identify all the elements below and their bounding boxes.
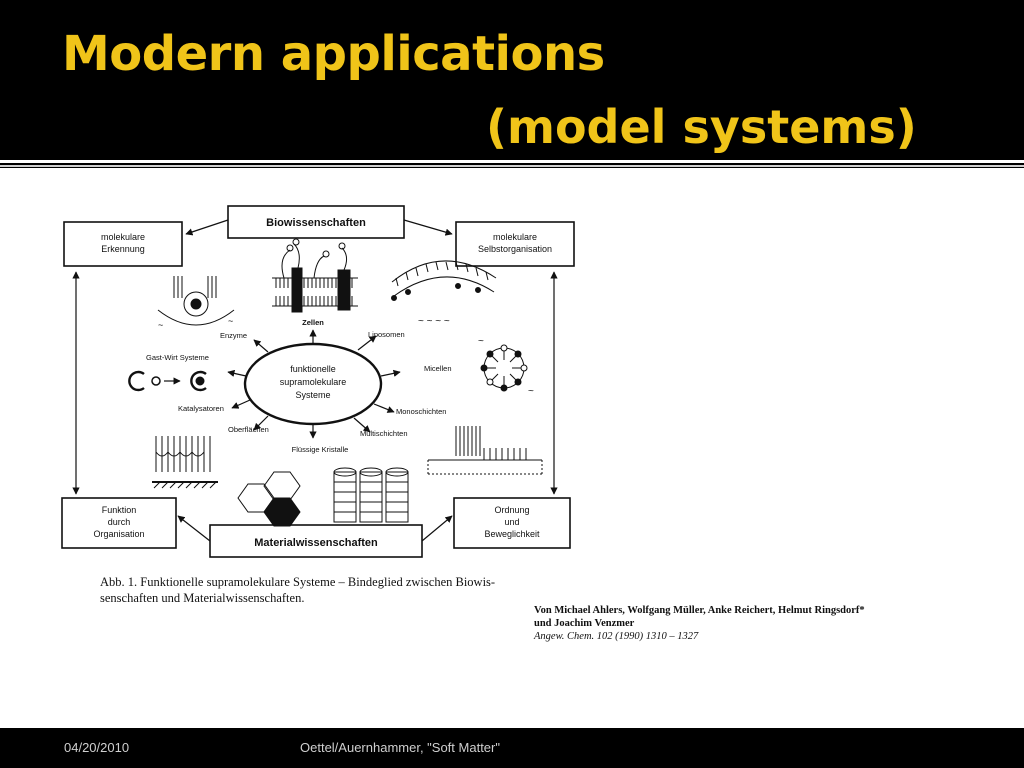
footer-center-text: Oettel/Auernhammer, "Soft Matter" <box>300 740 500 755</box>
connector-arrows <box>72 219 558 542</box>
box-biowissenschaften: Biowissenschaften <box>227 205 405 239</box>
center-ellipse: funktionelle supramolekulare Systeme <box>243 342 383 426</box>
figure-caption: Abb. 1. Funktionelle supramolekulare Sys… <box>100 574 570 606</box>
surface-illustration <box>152 436 218 489</box>
slide-title-line1: Modern applications <box>62 26 605 82</box>
svg-text:~: ~ <box>528 386 534 397</box>
box-molekulare-selbstorganisation: molekulare Selbstorganisation <box>455 221 575 267</box>
svg-text:~: ~ <box>158 320 163 330</box>
ordnung-line1: Ordnung <box>494 505 529 515</box>
label-micellen: Micellen <box>424 364 452 373</box>
label-katalysatoren: Katalysatoren <box>178 404 224 413</box>
center-line2: supramolekulare <box>280 377 347 387</box>
caption-line2: senschaften und Materialwissenschaften. <box>100 591 305 605</box>
box-materialwissenschaften: Materialwissenschaften <box>209 524 423 558</box>
caption-line1: Abb. 1. Funktionelle supramolekulare Sys… <box>100 575 496 589</box>
selbstorg-line2: Selbstorganisation <box>478 244 552 254</box>
selbstorg-line1: molekulare <box>493 232 537 242</box>
funktion-line3: Organisation <box>93 529 144 539</box>
label-multischichten: Multischichten <box>360 429 408 438</box>
label-fluessige-kristalle: Flüssige Kristalle <box>292 445 349 454</box>
monolayer-illustration <box>427 426 543 475</box>
cell-membrane-illustration <box>272 238 358 313</box>
materialwissenschaften-label: Materialwissenschaften <box>254 537 378 549</box>
slide-title-line2: (model systems) <box>486 100 917 154</box>
label-zellen: Zellen <box>302 318 324 327</box>
label-enzyme: Enzyme <box>220 331 247 340</box>
slide-header: Modern applications (model systems) <box>0 0 1024 160</box>
center-line3: Systeme <box>295 390 330 400</box>
liquid-crystal-illustration <box>237 467 409 527</box>
header-divider <box>0 160 1024 163</box>
label-gast-wirt: Gast-Wirt Systeme <box>146 353 209 362</box>
svg-text:~: ~ <box>228 316 233 326</box>
ordnung-line2: und <box>504 517 519 527</box>
radial-spokes <box>227 329 401 439</box>
svg-text:~: ~ <box>478 336 484 347</box>
funktion-line2: durch <box>108 517 131 527</box>
box-funktion-durch-organisation: Funktion durch Organisation <box>61 497 177 549</box>
footer-date: 04/20/2010 <box>64 740 130 755</box>
biowissenschaften-label: Biowissenschaften <box>266 217 366 229</box>
box-molekulare-erkennung: molekulare Erkennung <box>63 221 183 267</box>
liposome-illustration: ~ ~ ~ ~ <box>391 260 497 327</box>
citation: Von Michael Ahlers, Wolfgang Müller, Ank… <box>534 604 865 643</box>
label-liposomen: Liposomen <box>368 330 405 339</box>
erkennung-line2: Erkennung <box>101 244 145 254</box>
citation-authors-line1: Von Michael Ahlers, Wolfgang Müller, Ank… <box>534 605 865 616</box>
supramolecular-systems-diagram: Biowissenschaften Materialwissenschaften… <box>61 205 575 558</box>
erkennung-line1: molekulare <box>101 232 145 242</box>
micelle-illustration: ~ ~ <box>478 336 534 397</box>
label-monoschichten: Monoschichten <box>396 407 446 416</box>
citation-authors-line2: und Joachim Venzmer <box>534 618 635 629</box>
enzyme-illustration: ~ ~ <box>157 276 235 330</box>
citation-journal: Angew. Chem. 102 (1990) 1310 – 1327 <box>534 631 699 642</box>
label-oberflaechen: Oberflächen <box>228 425 269 434</box>
svg-text:~ ~ ~ ~: ~ ~ ~ ~ <box>418 316 450 327</box>
box-ordnung-und-beweglichkeit: Ordnung und Beweglichkeit <box>453 497 571 549</box>
funktion-line1: Funktion <box>102 505 137 515</box>
ordnung-line3: Beweglichkeit <box>484 529 540 539</box>
host-guest-illustration <box>128 370 207 392</box>
header-divider-shadow <box>0 165 1024 167</box>
center-line1: funktionelle <box>290 364 336 374</box>
